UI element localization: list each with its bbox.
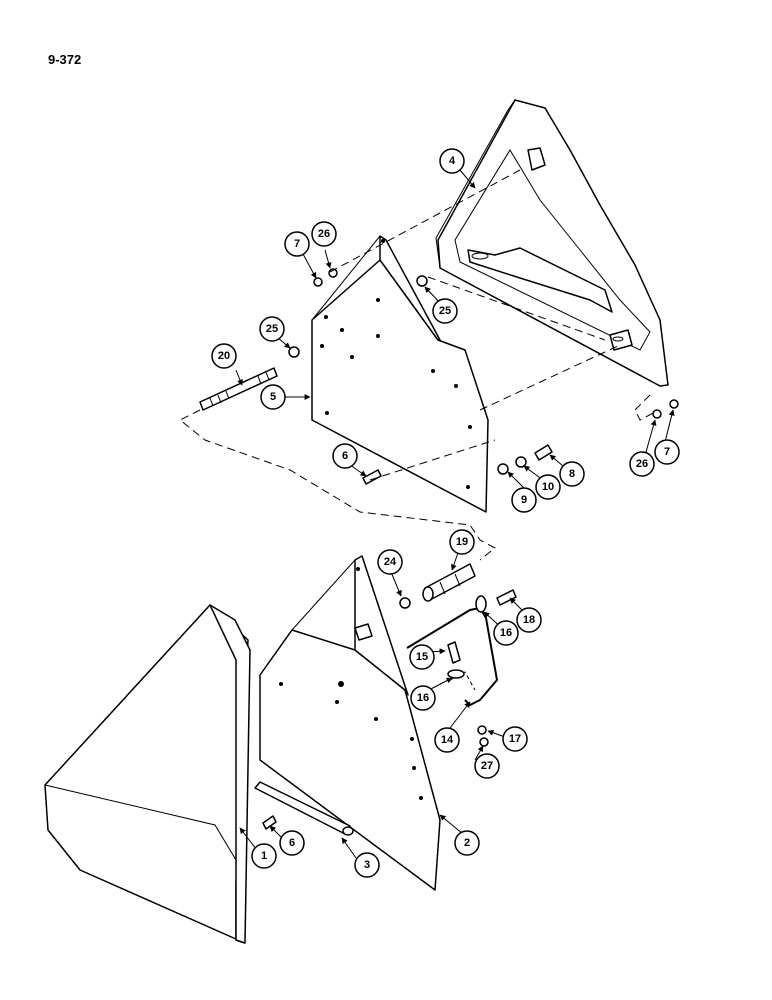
svg-text:20: 20: [218, 350, 230, 362]
callout-14: 14: [434, 727, 460, 753]
hinge-pin-part: [422, 563, 476, 602]
svg-text:26: 26: [318, 228, 330, 240]
leader-lines: [235, 169, 675, 859]
lower-hardware: [262, 589, 517, 830]
callout-26: 26: [311, 221, 337, 247]
svg-text:27: 27: [481, 760, 493, 772]
callout-20: 20: [211, 343, 237, 369]
svg-text:1: 1: [261, 850, 267, 862]
svg-text:14: 14: [441, 734, 454, 746]
callout-4: 4: [439, 148, 465, 174]
svg-text:17: 17: [509, 733, 521, 745]
callout-7: 7: [284, 231, 310, 257]
callout-17: 17: [502, 726, 528, 752]
svg-text:16: 16: [500, 627, 512, 639]
lower-mounting-plate-part: [259, 555, 441, 891]
svg-text:8: 8: [569, 468, 575, 480]
svg-text:2: 2: [464, 837, 470, 849]
callout-18: 18: [516, 607, 542, 633]
callout-27: 27: [474, 753, 500, 779]
callout-7: 7: [654, 439, 680, 465]
callout-24: 24: [377, 549, 403, 575]
callout-3: 3: [354, 852, 380, 878]
svg-text:6: 6: [342, 450, 348, 462]
svg-text:19: 19: [456, 536, 468, 548]
stud-part: [199, 367, 278, 411]
callout-15: 15: [409, 644, 435, 670]
svg-text:24: 24: [384, 556, 397, 568]
svg-text:9: 9: [521, 494, 527, 506]
svg-text:25: 25: [266, 323, 278, 335]
svg-text:10: 10: [542, 481, 554, 493]
callout-16: 16: [410, 685, 436, 711]
upper-hardware: [288, 268, 679, 485]
callout-16: 16: [493, 620, 519, 646]
svg-text:25: 25: [439, 305, 451, 317]
svg-text:3: 3: [364, 859, 370, 871]
svg-text:16: 16: [417, 692, 429, 704]
callout-8: 8: [559, 461, 585, 487]
svg-text:26: 26: [636, 458, 648, 470]
callout-5: 5: [260, 384, 286, 410]
callout-10: 10: [535, 474, 561, 500]
svg-text:6: 6: [289, 837, 295, 849]
upper-mounting-plate-part: [311, 235, 489, 513]
callout-25: 25: [259, 316, 285, 342]
callout-1: 1: [251, 843, 277, 869]
callout-2: 2: [454, 830, 480, 856]
upper-dashed-leader: [179, 169, 656, 561]
svg-text:5: 5: [270, 391, 276, 403]
callout-25: 25: [432, 298, 458, 324]
svg-text:7: 7: [294, 238, 300, 250]
lower-fender-shield-part: [44, 604, 251, 944]
upper-dashed-leader-2: [369, 439, 496, 481]
callout-9: 9: [511, 487, 537, 513]
shaft-part: [254, 781, 354, 836]
callout-6: 6: [332, 443, 358, 469]
callout-6: 6: [279, 830, 305, 856]
svg-text:7: 7: [664, 446, 670, 458]
callout-26: 26: [629, 451, 655, 477]
svg-text:18: 18: [523, 614, 535, 626]
svg-text:15: 15: [416, 651, 428, 663]
rod-part: [406, 606, 499, 707]
upper-fender-shield-part: [435, 99, 669, 387]
page-number: 9-372: [48, 52, 82, 67]
svg-text:4: 4: [449, 155, 456, 167]
callout-19: 19: [449, 529, 475, 555]
